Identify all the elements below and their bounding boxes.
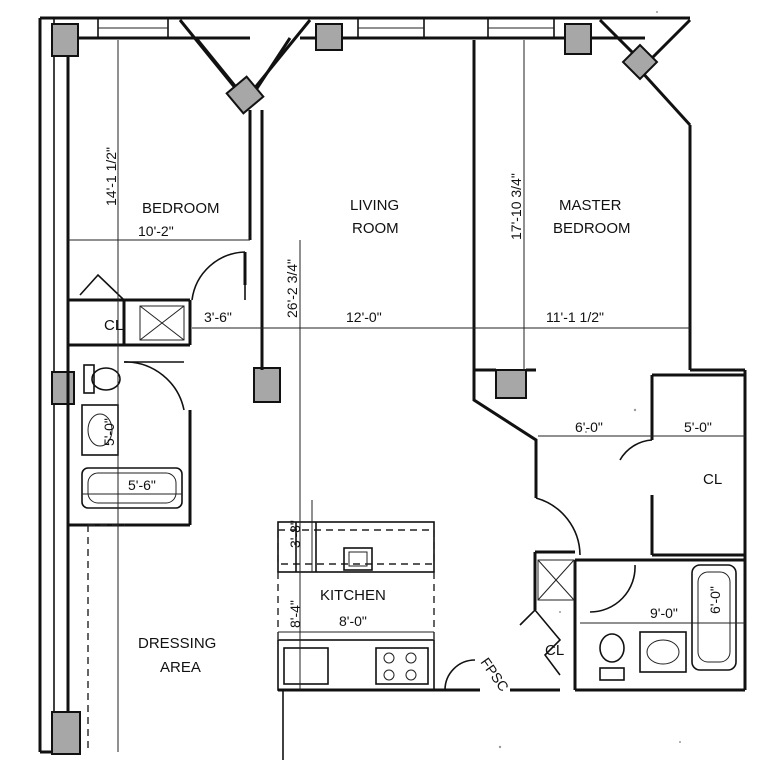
label-master-2: BEDROOM [553,220,631,237]
dim-bath2-tub: 6'-0" [707,586,723,614]
column-left-bottom [51,711,81,755]
label-kitchen: KITCHEN [320,587,386,604]
dim-kitchen-width: 8'-0" [339,613,367,629]
dim-living-width: 12'-0" [346,309,382,325]
toilet-2 [599,633,625,681]
label-closet-master: CL [703,471,722,488]
fixtures [81,305,737,752]
column-top-right [564,23,592,55]
column-bay [225,75,265,115]
windows [97,17,555,39]
toilet-1 [83,364,121,394]
bathtub-1 [81,467,183,509]
column-top-left [51,23,79,57]
column-top-mid [315,23,343,51]
label-bedroom: BEDROOM [142,200,220,217]
sink-2 [639,631,687,673]
dim-bedroom-width: 10'-2" [138,223,174,239]
doors [79,251,653,691]
stove [375,647,429,685]
label-closet-bedroom: CL [104,317,123,334]
interior-walls [66,40,745,690]
column-master [495,369,527,399]
label-dressing-1: DRESSING [138,635,216,652]
dimension-lines [68,40,745,752]
column-living [253,367,281,403]
dim-kitchen-counter: 3'-8" [287,520,303,548]
dim-bath2-width: 9'-0" [650,605,678,621]
kitchen-sink [343,547,373,571]
dim-hall-width: 3'-6" [204,309,232,325]
label-dressing-2: AREA [160,659,201,676]
label-master-1: MASTER [559,197,622,214]
kitchen-counter-bottom [277,639,435,691]
dim-master-width: 11'-1 1/2" [546,309,604,325]
label-living-2: ROOM [352,220,399,237]
label-fpsc: FPSC [478,655,513,695]
bathtub-2 [691,564,737,671]
dim-foyer-width: 6'-0" [575,419,603,435]
dim-master-depth: 17'-10 3/4" [508,173,524,240]
dim-bath1-width: 5'-6" [128,477,156,493]
label-living-1: LIVING [350,197,399,214]
dim-bath1-vanity: 5'-0" [101,418,117,446]
column-left-mid [51,371,75,405]
scan-noise [498,11,681,749]
label-closet-hall: CL [545,642,564,659]
column-top-right-diag [621,43,659,81]
room-labels: BEDROOM LIVING ROOM MASTER BEDROOM KITCH… [104,197,722,694]
dimension-labels: 14'-1 1/2" 10'-2" 26'-2 3/4" 17'-10 3/4"… [101,147,723,629]
dim-living-depth: 26'-2 3/4" [284,259,300,318]
dim-kitchen-depth: 8'-4" [287,600,303,628]
dim-bedroom-depth: 14'-1 1/2" [103,147,119,206]
dim-master-closet: 5'-0" [684,419,712,435]
